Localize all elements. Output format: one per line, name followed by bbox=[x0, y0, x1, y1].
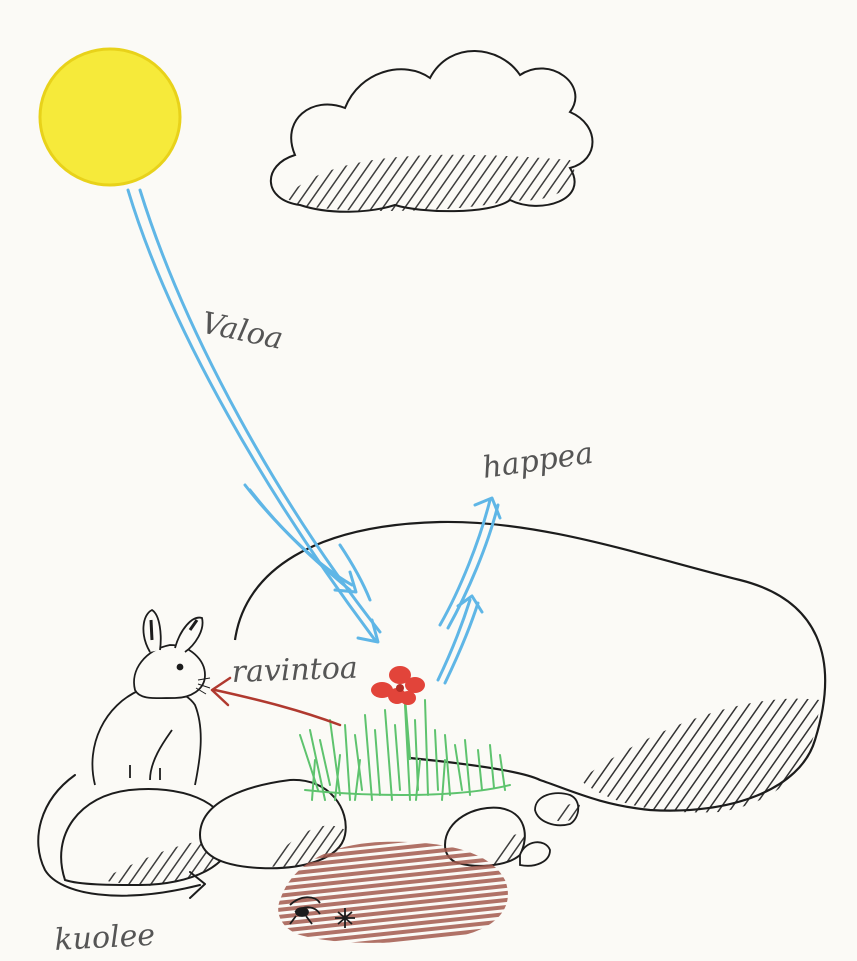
label-dies: kuolee bbox=[54, 918, 156, 958]
cloud bbox=[271, 51, 593, 212]
label-light: Valoa bbox=[198, 306, 286, 357]
label-food: ravintoa bbox=[231, 651, 358, 690]
hare bbox=[92, 610, 210, 785]
sun bbox=[40, 49, 180, 185]
light-arrows bbox=[128, 190, 500, 683]
label-oxygen: happea bbox=[480, 436, 595, 486]
